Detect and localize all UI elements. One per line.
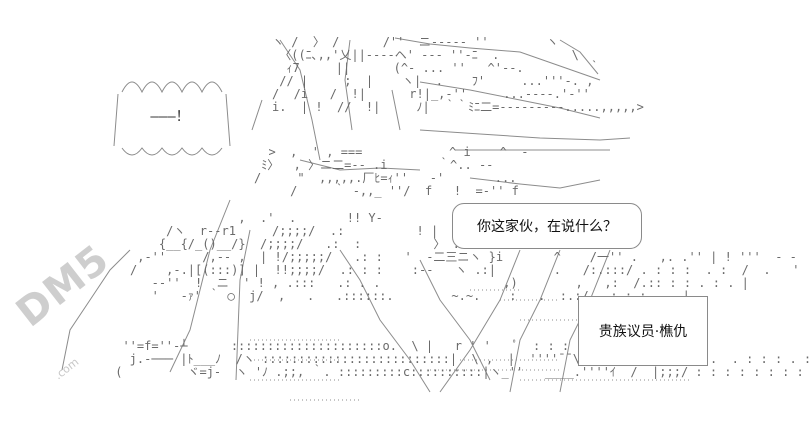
hair-strands xyxy=(394,37,631,189)
speech-bubble: 你这家伙，在说什么？ xyxy=(452,203,642,249)
robe-folds xyxy=(250,289,690,401)
ascii-hair-top: ヽ / 〉 / /'' ニ----- '' ヽ 〈((ﾆ､,,'乂||----ヘ… xyxy=(272,35,644,114)
ascii-face: > , ' , === ^ i ^ - ﾐ〉 , 〉ニ二=-- .i ｀^.. … xyxy=(254,145,529,198)
caption-box: 贵族议员·樵仇 xyxy=(578,296,708,366)
head-outline xyxy=(251,39,421,171)
caption-box-text: 贵族议员·樵仇 xyxy=(598,324,688,340)
shout-bubble-outline xyxy=(113,81,231,156)
shout-bubble-text: ―――！ xyxy=(150,109,190,125)
robe-outline xyxy=(61,199,611,393)
speech-bubble-text: 你这家伙，在说什么？ xyxy=(477,219,617,235)
shout-bubble: ―――！ xyxy=(124,98,216,134)
